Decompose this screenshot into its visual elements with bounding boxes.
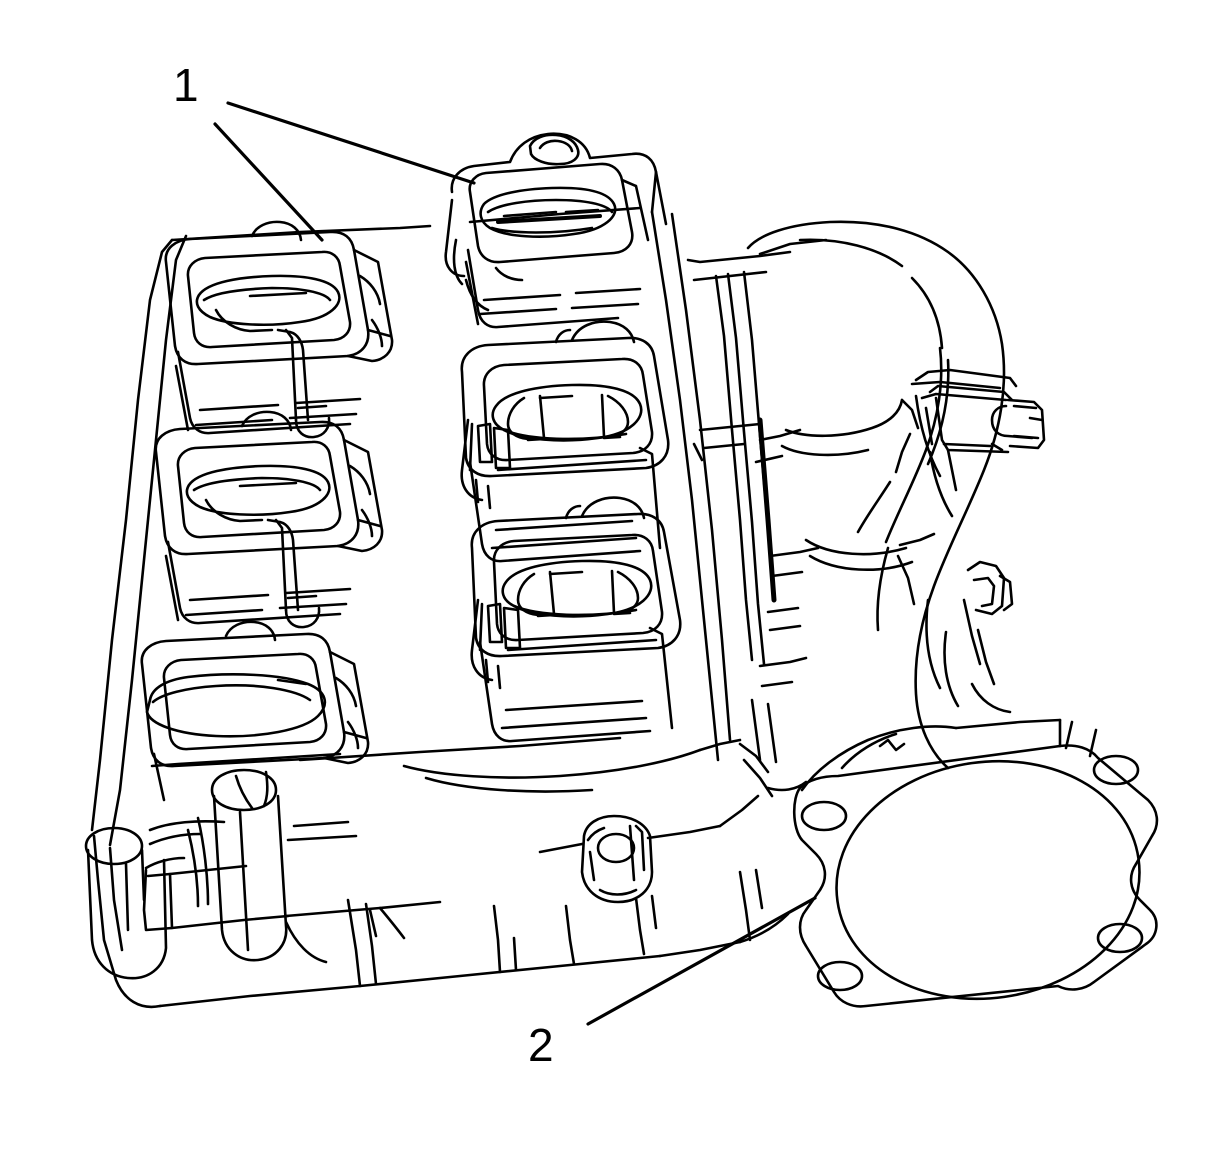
port-flange-middle-center <box>460 320 670 563</box>
leader-line-2 <box>586 896 817 1026</box>
lower-left-bosses <box>84 768 442 980</box>
manifold-deck-ribs <box>686 250 820 764</box>
port-flange-upper-center <box>444 132 668 329</box>
mounting-boss-center <box>538 794 760 904</box>
callout-leader-lines <box>213 101 817 1026</box>
leader-line-1b <box>213 122 324 242</box>
callout-label-2: 2 <box>528 1019 554 1071</box>
right-lower-bracket <box>962 560 1014 714</box>
port-flange-lower-center <box>470 496 682 743</box>
port-flange-lower-left <box>140 620 370 810</box>
callout-label-1: 1 <box>173 59 199 111</box>
throttle-body-flange <box>792 718 1159 1008</box>
port-flange-middle-left <box>154 410 384 629</box>
sensor-connector-bracket <box>910 368 1046 518</box>
port-flange-upper-left <box>164 220 394 439</box>
manifold-mid-contours <box>92 736 808 1009</box>
leader-line-1a <box>226 101 476 185</box>
plenum-chamber <box>746 220 1006 770</box>
